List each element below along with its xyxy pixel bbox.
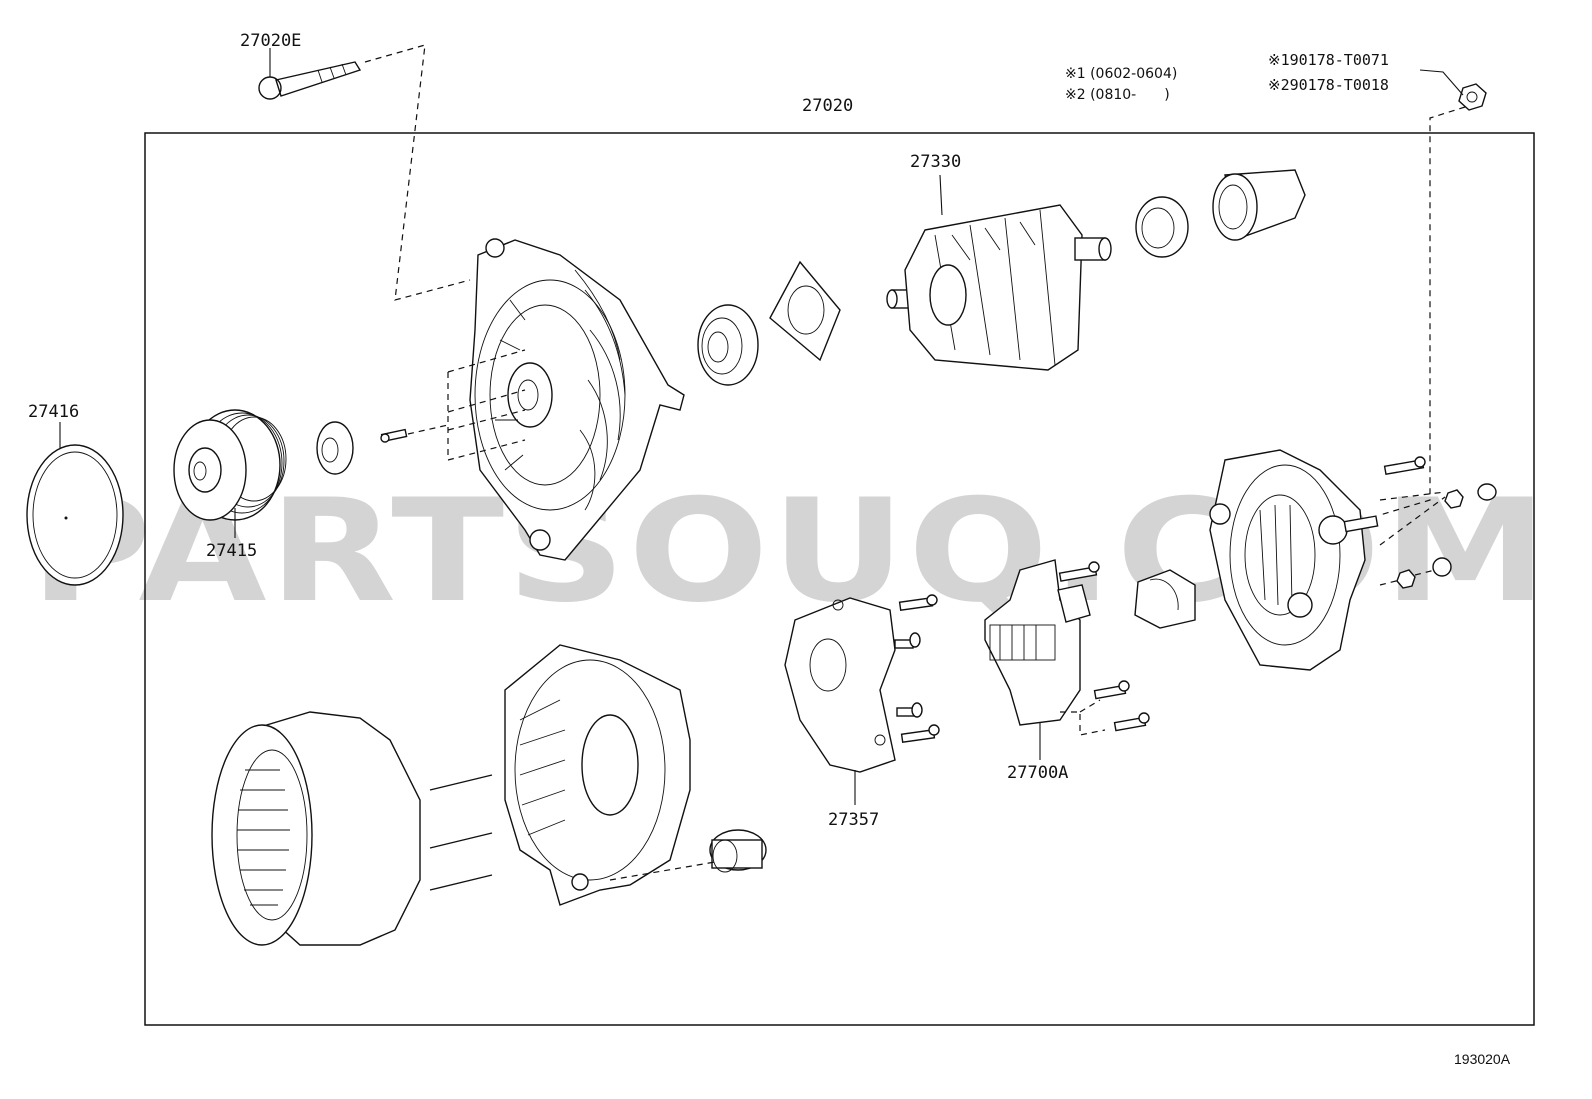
label-27020e: 27020E — [240, 31, 301, 51]
ref-line-1: ※190178-T0071 — [1268, 51, 1389, 69]
rear-bearing[interactable] — [1135, 196, 1189, 258]
nut-and-washer-lower[interactable] — [1396, 557, 1452, 589]
ref-line-2: ※290178-T0018 — [1268, 76, 1389, 94]
screw-regulator-2[interactable] — [1093, 680, 1130, 700]
cover-plate-27416[interactable] — [26, 444, 124, 586]
screw-front[interactable] — [380, 428, 408, 443]
screw-rectifier-4[interactable] — [900, 724, 940, 743]
label-27416: 27416 — [28, 402, 79, 422]
label-27357: 27357 — [828, 810, 879, 830]
pulley-27415[interactable] — [173, 409, 287, 521]
bushing[interactable] — [709, 829, 767, 873]
screw-rectifier-1[interactable] — [898, 594, 938, 611]
bearing-cap[interactable] — [1212, 169, 1306, 241]
figure-id: 193020A — [1454, 1051, 1511, 1067]
rotor-27330[interactable] — [886, 204, 1112, 371]
spacer-collar[interactable] — [316, 421, 354, 475]
stator[interactable] — [211, 711, 493, 946]
label-27700a: 27700A — [1007, 763, 1068, 783]
regulator-27700a[interactable] — [984, 559, 1091, 726]
nut-ref-part[interactable] — [1458, 83, 1487, 111]
bolt-27020e[interactable] — [258, 61, 362, 100]
label-27415: 27415 — [206, 541, 257, 561]
screw-rectifier-3[interactable] — [896, 702, 923, 718]
label-27330: 27330 — [910, 152, 961, 172]
drive-end-frame[interactable] — [469, 238, 685, 561]
bolt-rear-cover[interactable] — [1383, 456, 1426, 476]
brush-holder-clip[interactable] — [1134, 569, 1196, 629]
front-bearing[interactable] — [697, 304, 759, 386]
rear-end-cover[interactable] — [1209, 449, 1379, 671]
rectifier-27357[interactable] — [784, 597, 896, 773]
assembly-frame — [144, 132, 1535, 1026]
nut-and-washer-upper[interactable] — [1444, 483, 1497, 509]
rectifier-end-frame[interactable] — [504, 644, 691, 906]
note-line-2: ※2 (0810- ) — [1065, 87, 1170, 103]
label-27020: 27020 — [802, 96, 853, 116]
bearing-retainer[interactable] — [769, 260, 841, 362]
note-line-1: ※1 (0602-0604) — [1065, 66, 1177, 82]
screw-rectifier-2[interactable] — [894, 632, 921, 649]
screw-regulator-1[interactable] — [1058, 561, 1100, 582]
screw-regulator-3[interactable] — [1113, 712, 1150, 732]
